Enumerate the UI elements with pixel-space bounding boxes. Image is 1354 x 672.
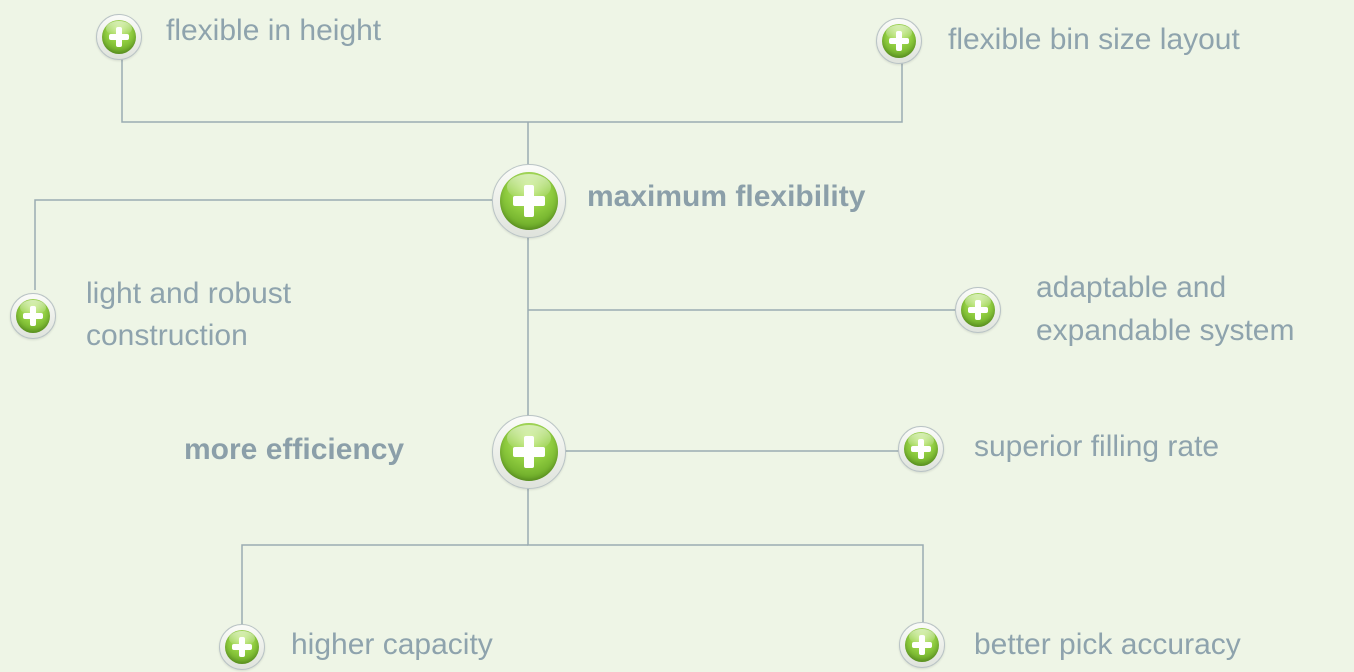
green-plus-icon <box>968 300 988 320</box>
benefit-light-robust-line2: construction <box>86 319 248 352</box>
hub-node-more-efficiency[interactable] <box>492 415 566 489</box>
hub-node-maximum-flexibility[interactable] <box>492 164 566 238</box>
green-plus-icon <box>232 637 252 657</box>
hub-label-more-efficiency: more efficiency <box>184 433 405 466</box>
plus-node-superior-filling[interactable] <box>898 426 944 472</box>
benefit-flexible-bin-size: flexible bin size layout <box>948 23 1240 56</box>
hub-label-maximum-flexibility: maximum flexibility <box>587 180 866 213</box>
green-plus-icon <box>911 439 931 459</box>
benefit-better-pick: better pick accuracy <box>974 628 1241 661</box>
benefit-superior-filling: superior filling rate <box>974 430 1220 463</box>
green-plus-icon <box>23 306 43 326</box>
benefit-adaptable-line1: adaptable and <box>1036 271 1227 304</box>
benefit-higher-capacity: higher capacity <box>291 628 493 661</box>
green-plus-icon <box>513 185 545 217</box>
plus-node-adaptable[interactable] <box>955 287 1001 333</box>
benefit-light-robust-line1: light and robust <box>86 277 292 310</box>
green-plus-icon <box>109 27 129 47</box>
plus-node-higher-capacity[interactable] <box>219 624 265 670</box>
benefit-flexible-height: flexible in height <box>166 14 382 47</box>
plus-node-flexible-height[interactable] <box>96 14 142 60</box>
green-plus-icon <box>889 31 909 51</box>
plus-node-flexible-bin-size[interactable] <box>876 18 922 64</box>
plus-node-light-robust[interactable] <box>10 293 56 339</box>
plus-node-better-pick[interactable] <box>899 622 945 668</box>
green-plus-icon <box>513 436 545 468</box>
benefit-adaptable-line2: expandable system <box>1036 314 1295 347</box>
green-plus-icon <box>912 635 932 655</box>
